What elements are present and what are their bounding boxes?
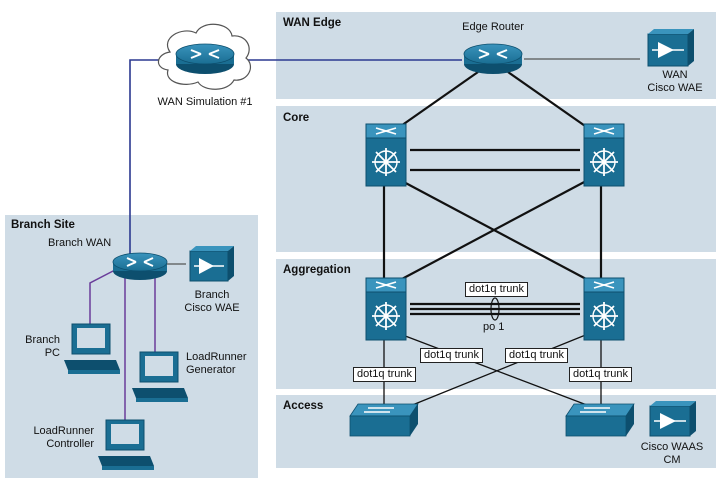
zone-access-bg xyxy=(276,395,716,468)
label-branch-wae-line1: Branch xyxy=(194,289,230,301)
multilayer-switch-icon xyxy=(583,277,625,341)
wan-link-branch-to-simulation xyxy=(129,59,160,254)
label-wan-wae: WAN Cisco WAE xyxy=(627,69,717,95)
label-cisco-waas-cm: Cisco WAAS CM xyxy=(630,441,714,467)
pc-workstation-icon xyxy=(64,323,120,374)
label-loadrunner-controller-line1: LoadRunner xyxy=(33,425,94,437)
label-loadrunner-generator: LoadRunner Generator xyxy=(186,351,247,377)
label-branch-pc: Branch PC xyxy=(10,334,60,360)
label-branch-pc-line1: Branch xyxy=(25,334,60,346)
label-wan-wae-line1: WAN xyxy=(662,69,688,81)
link-agg-right-access-left xyxy=(399,333,589,411)
label-branch-wan: Branch WAN xyxy=(48,237,112,249)
label-loadrunner-generator-line1: LoadRunner xyxy=(186,351,247,363)
multilayer-switch-icon xyxy=(365,277,407,341)
link-tag-access-right: dot1q trunk xyxy=(569,367,633,382)
zone-core-bg xyxy=(276,106,716,252)
label-branch-pc-line2: PC xyxy=(44,347,60,359)
link-tag-agg-trunk: dot1q trunk xyxy=(465,282,529,297)
label-wan-simulation: WAN Simulation #1 xyxy=(157,96,253,108)
label-branch-wae-line2: Cisco WAE xyxy=(184,302,240,314)
link-core-right-agg-left xyxy=(399,179,589,281)
pc-workstation-icon xyxy=(98,419,154,470)
branch-link-pc xyxy=(89,269,116,325)
label-loadrunner-controller-line2: Controller xyxy=(46,438,94,450)
port-channel-marker xyxy=(490,297,500,321)
router-icon xyxy=(112,252,168,280)
multilayer-switch-icon xyxy=(365,123,407,187)
link-edge-core-left xyxy=(397,71,479,129)
label-po1: po 1 xyxy=(483,321,505,333)
multilayer-switch-icon xyxy=(583,123,625,187)
router-icon xyxy=(175,43,235,74)
zone-title-branch-site: Branch Site xyxy=(11,219,75,231)
pc-workstation-icon xyxy=(132,351,188,402)
wae-appliance-icon xyxy=(189,246,234,282)
link-tag-agg-right-access: dot1q trunk xyxy=(505,348,569,363)
label-cisco-waas-cm-line2: CM xyxy=(663,454,681,466)
campus-links xyxy=(382,71,603,316)
router-icon xyxy=(463,43,523,74)
link-agg-left-access-right xyxy=(399,333,601,411)
label-wan-wae-line2: Cisco WAE xyxy=(647,82,703,94)
label-loadrunner-controller: LoadRunner Controller xyxy=(6,425,94,451)
workgroup-switch-icon xyxy=(565,403,635,437)
label-edge-router: Edge Router xyxy=(462,21,524,33)
zone-title-access: Access xyxy=(283,400,324,412)
label-branch-wae: Branch Cisco WAE xyxy=(170,289,254,315)
link-edge-core-right xyxy=(507,71,589,129)
branch-links xyxy=(89,269,156,425)
zone-title-core: Core xyxy=(283,112,310,124)
workgroup-switch-icon xyxy=(349,403,419,437)
label-cisco-waas-cm-line1: Cisco WAAS xyxy=(640,441,704,453)
zone-title-wan-edge: WAN Edge xyxy=(283,17,342,29)
zone-title-aggregation: Aggregation xyxy=(283,264,351,276)
label-loadrunner-generator-line2: Generator xyxy=(186,364,236,376)
wae-appliance-icon xyxy=(649,401,696,437)
link-tag-agg-left-access: dot1q trunk xyxy=(420,348,484,363)
link-tag-access-left: dot1q trunk xyxy=(353,367,417,382)
wan-links xyxy=(129,59,462,254)
wae-appliance-icon xyxy=(647,29,694,67)
zone-aggregation-bg xyxy=(276,259,716,389)
